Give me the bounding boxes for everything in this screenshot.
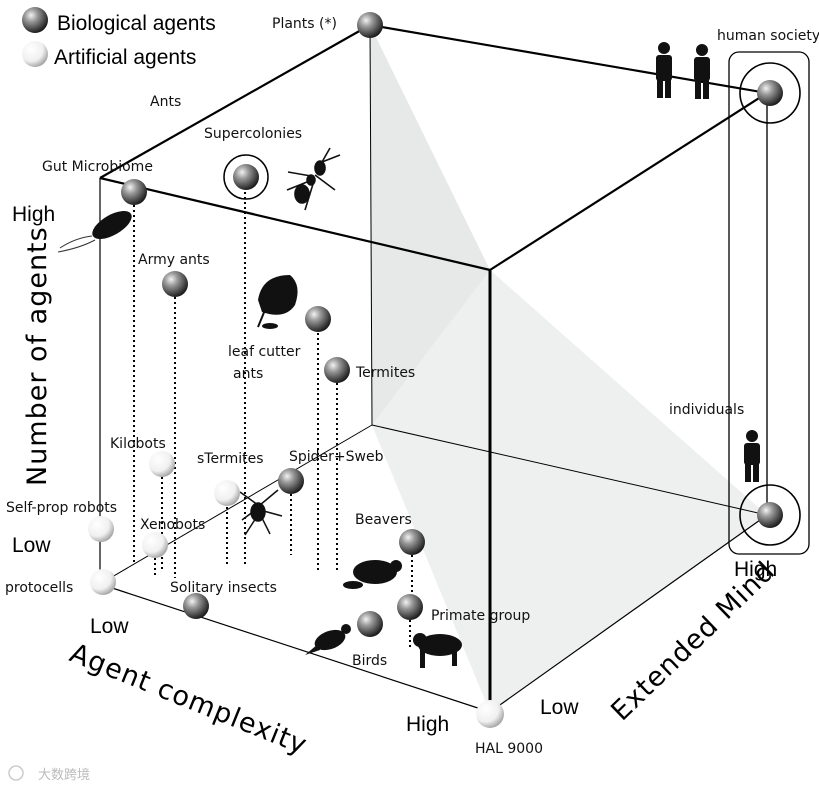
beavers-sphere [399,529,425,555]
plants-sphere [357,12,383,38]
legend-artificial-marker [22,41,48,67]
label-xenobots: Xenobots [140,517,205,533]
human-society-ring [739,62,801,124]
spider-silhouette [239,489,283,536]
watermark-text: 大数跨境 [38,768,90,783]
stermites-sphere [214,480,240,506]
xenobots-sphere [142,532,168,558]
human-society-silhouette [656,42,710,99]
label-army-ants: Army ants [138,252,210,268]
legend-biological-label: Biological agents [57,12,216,35]
individuals-ring [739,484,801,546]
dotted-drop-lines [133,192,413,650]
label-hal9000: HAL 9000 [475,741,543,757]
kilobots-sphere [149,451,175,477]
ant-silhouette [286,147,341,211]
termites-sphere [324,357,350,383]
z-axis-high: High [734,558,777,581]
protocells-sphere [90,569,116,595]
label-plants: Plants (*) [272,16,337,32]
beaver-silhouette [343,560,402,589]
label-beavers: Beavers [355,512,412,528]
bird-silhouette [305,624,351,655]
shaded-plane-floor [372,270,767,712]
label-spiders-web: Spider+Sweb [289,449,384,465]
hal9000-sphere [476,700,504,728]
primate-silhouette [413,633,462,668]
y-axis-title: Number of agents [22,226,53,486]
primate-group-sphere [397,594,423,620]
biological-agent-spheres [121,12,783,637]
artificial-agent-spheres [88,451,504,728]
x-axis-low: Low [90,615,129,638]
z-axis-low: Low [540,696,579,719]
individual-silhouette [744,430,760,482]
microbe-silhouette [57,211,132,253]
label-human-society: human society [717,28,819,44]
human-society-bracket [728,51,810,555]
label-individuals: individuals [669,402,744,418]
birds-sphere [357,611,383,637]
agent-labels: Plants (*) human society Ants Supercolon… [5,16,819,757]
label-stermites: sTermites [197,451,264,467]
label-termites: Termites [355,365,415,381]
label-self-prop-robots: Self-prop robots [6,500,117,516]
supercolonies-sphere [233,164,259,190]
x-axis-high: High [406,713,449,736]
label-leaf-cutter-2: ants [233,366,263,382]
x-axis-title: Agent complexity [65,638,311,762]
supercolonies-ring [223,154,269,200]
leaf-cutter-silhouette [257,275,298,329]
solitary-insects-sphere [183,593,209,619]
label-gut-microbiome: Gut Microbiome [42,159,153,175]
self-prop-robots-sphere [88,516,114,542]
legend-biological-marker [22,7,48,33]
label-protocells: protocells [5,580,73,596]
label-leaf-cutter-1: leaf cutter [228,344,301,360]
label-kilobots: Kilobots [110,436,166,452]
y-axis-low: Low [12,534,51,557]
y-axis-high: High [12,203,55,226]
individuals-sphere [757,502,783,528]
label-solitary-insects: Solitary insects [170,580,277,596]
label-supercolonies: Supercolonies [204,126,302,142]
human-society-sphere [757,80,783,106]
legend-artificial-label: Artificial agents [54,46,196,69]
army-ants-sphere [162,271,188,297]
label-ants: Ants [150,94,181,110]
label-birds: Birds [352,653,387,669]
label-primate-group: Primate group [431,608,530,624]
legend: Biological agents Artificial agents [22,7,216,69]
cube-edges [99,23,768,713]
watermark: 大数跨境 [8,765,90,783]
spiders-web-sphere [278,468,304,494]
gut-microbiome-sphere [121,179,147,205]
leaf-cutter-sphere [305,306,331,332]
